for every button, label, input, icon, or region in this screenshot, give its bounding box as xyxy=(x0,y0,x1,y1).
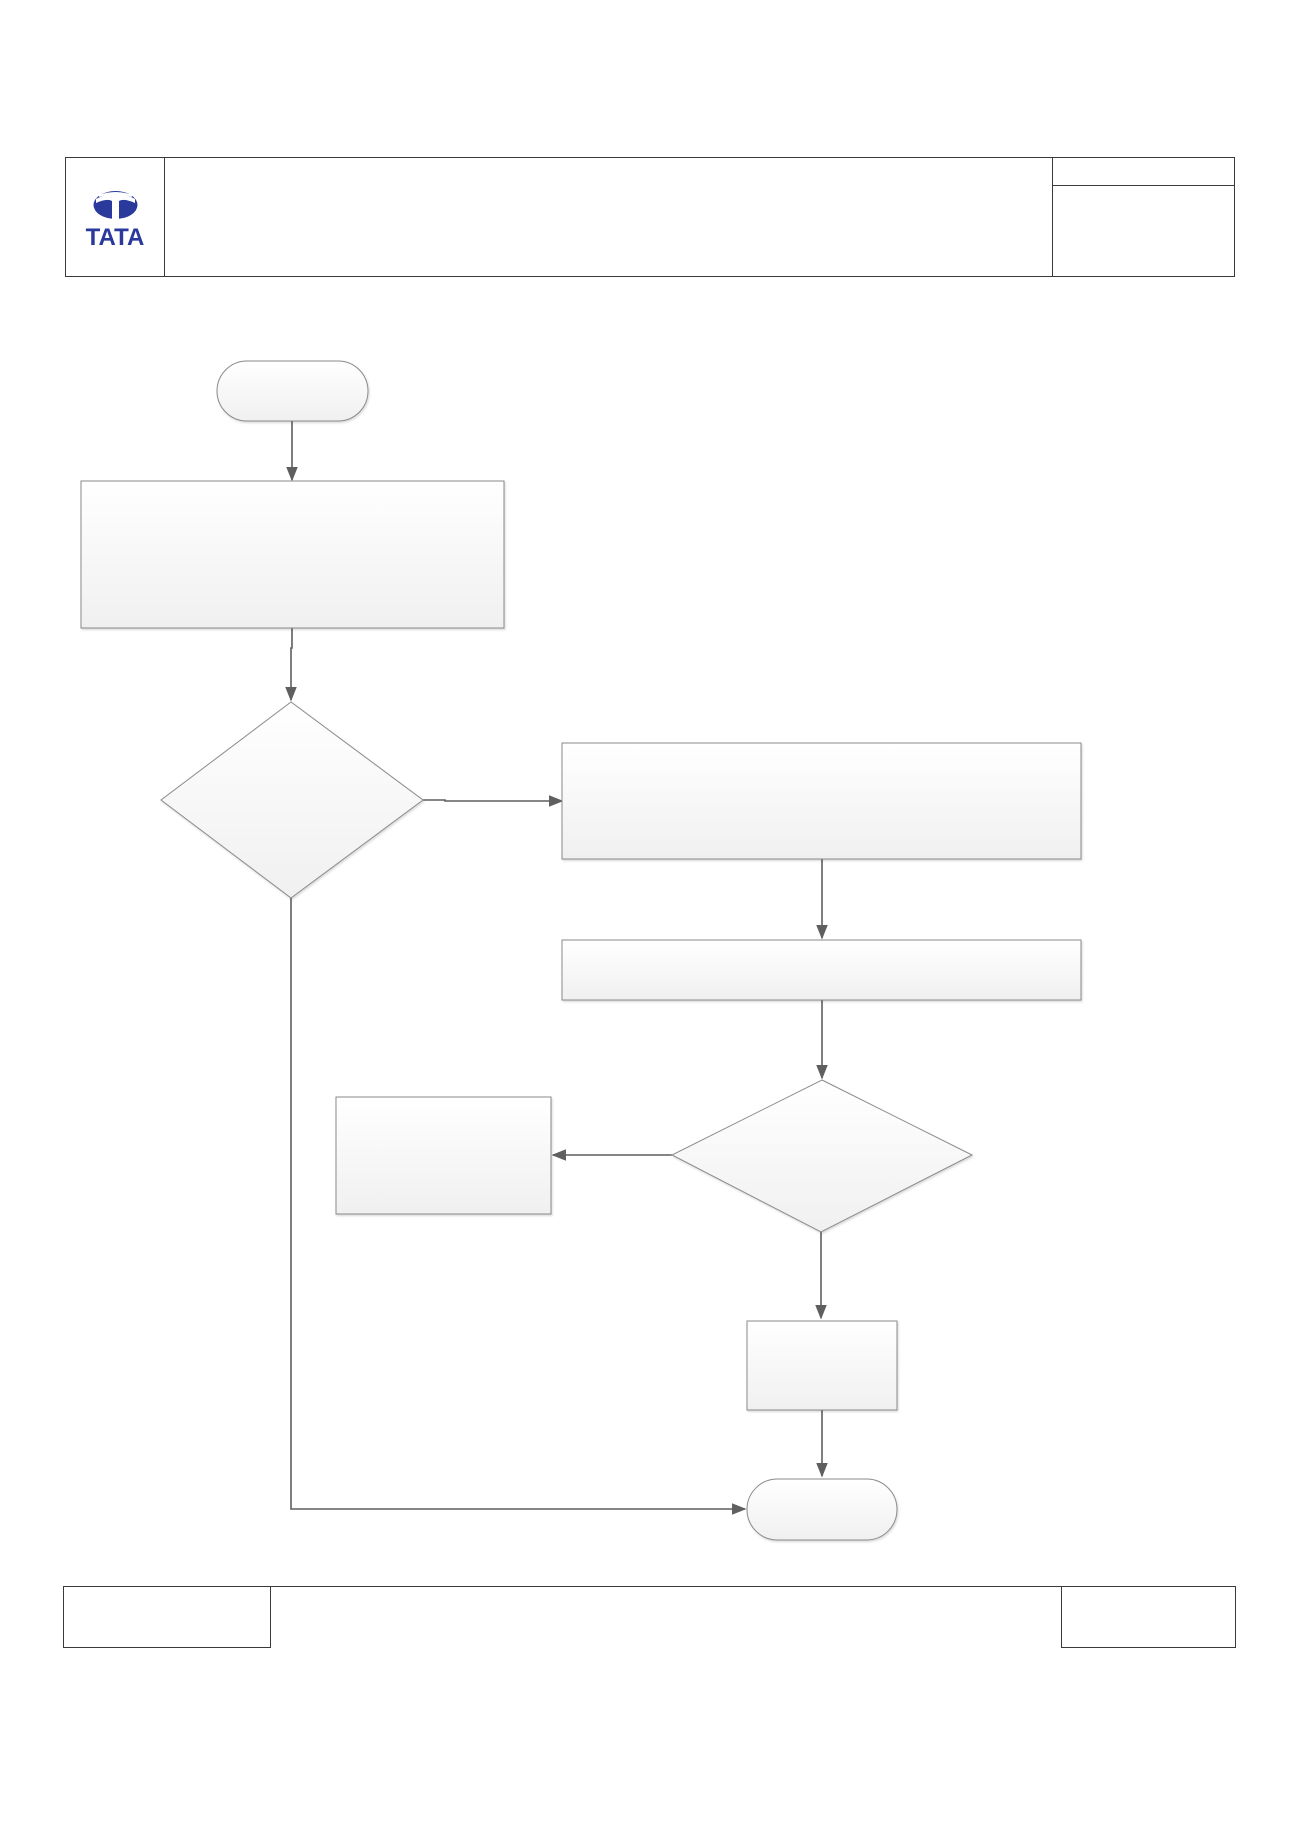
logo-wordmark: TATA xyxy=(85,224,145,251)
tata-emblem-icon xyxy=(93,191,138,220)
process-side xyxy=(335,1096,552,1215)
decision-2 xyxy=(670,1079,974,1233)
process-4 xyxy=(746,1320,898,1411)
start-terminator xyxy=(216,360,369,422)
process-2 xyxy=(561,742,1082,860)
footer-center-line xyxy=(270,1586,1062,1587)
process-1 xyxy=(80,480,505,629)
footer-left-cell xyxy=(63,1586,271,1648)
connector-decision-1-to-end xyxy=(290,898,747,1515)
process-3 xyxy=(561,939,1082,1001)
header-meta-top xyxy=(1053,158,1234,186)
end-terminator xyxy=(746,1478,898,1541)
decision-1 xyxy=(160,701,424,899)
connector-process-1-to-decision-1 xyxy=(285,628,297,702)
header-block: TATA xyxy=(65,157,1235,277)
footer-center xyxy=(271,1588,1061,1646)
logo-cell: TATA xyxy=(66,158,165,276)
footer-right-cell xyxy=(1061,1586,1236,1648)
connector-decision-1-to-process-2 xyxy=(423,795,564,807)
header-title xyxy=(165,158,1053,276)
